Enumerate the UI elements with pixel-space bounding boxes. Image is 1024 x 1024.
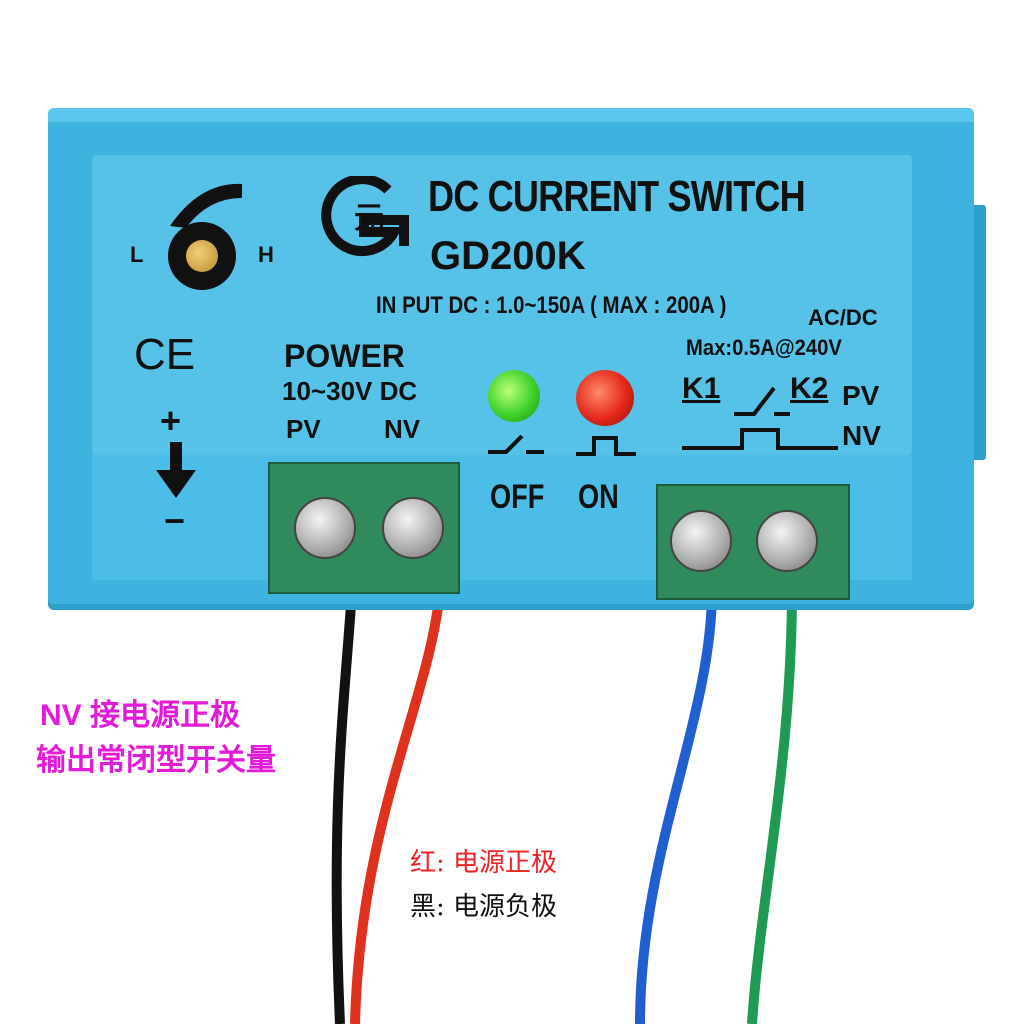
- red-led-indicator: [576, 370, 634, 426]
- ce-mark: CE: [134, 330, 196, 379]
- voltage-label: 10~30V DC: [282, 376, 418, 406]
- output-pv-label: PV: [842, 380, 880, 411]
- terminal-screw-icon[interactable]: [756, 510, 818, 572]
- housing-top-edge: [48, 108, 974, 122]
- blue-wire: [635, 589, 717, 1024]
- model-number: GD200K: [430, 234, 586, 278]
- terminal-screw-icon[interactable]: [382, 497, 444, 559]
- annotation-output-nc: 输出常闭型开关量: [36, 744, 276, 777]
- plus-sign: +: [160, 400, 182, 441]
- knob-low-label: L: [130, 242, 144, 267]
- contact-switch-icon: [734, 386, 790, 416]
- k1-label: K1: [682, 372, 721, 405]
- max-load-label: Max:0.5A@240V: [686, 335, 842, 360]
- knob-high-label: H: [258, 242, 274, 267]
- output-pulse-icon: [682, 428, 838, 450]
- green-wire: [747, 589, 797, 1024]
- input-spec: IN PUT DC : 1.0~150A ( MAX : 200A ): [376, 292, 727, 319]
- minus-sign: −: [164, 500, 186, 541]
- annotation-black-wire: 黑: 电源负极: [410, 892, 558, 922]
- terminal-screw-icon[interactable]: [670, 510, 732, 572]
- green-led-indicator: [488, 370, 540, 422]
- terminal-screw-icon[interactable]: [294, 497, 356, 559]
- off-label: OFF: [490, 478, 545, 516]
- ac-dc-label: AC/DC: [808, 305, 878, 330]
- knob-arc-icon: [170, 183, 242, 228]
- power-label: POWER: [284, 338, 405, 374]
- knob-screw-icon[interactable]: [186, 240, 218, 272]
- power-pv-label: PV: [286, 414, 321, 444]
- svg-text:元: 元: [354, 202, 384, 235]
- pulse-icon: [576, 436, 636, 456]
- annotation-red-wire: 红: 电源正极: [410, 848, 558, 878]
- red-wire: [350, 589, 445, 1024]
- switch-open-icon: [488, 434, 544, 454]
- black-wire: [331, 589, 357, 1024]
- brand-logo-icon: 元: [321, 176, 409, 257]
- output-nv-label: NV: [842, 420, 881, 451]
- on-label: ON: [578, 478, 619, 516]
- device-title: DC CURRENT SWITCH: [428, 172, 806, 221]
- annotation-nv-positive: NV 接电源正极: [40, 699, 241, 732]
- power-nv-label: NV: [384, 414, 421, 444]
- down-arrow-icon: [156, 442, 196, 498]
- k2-label: K2: [790, 372, 829, 405]
